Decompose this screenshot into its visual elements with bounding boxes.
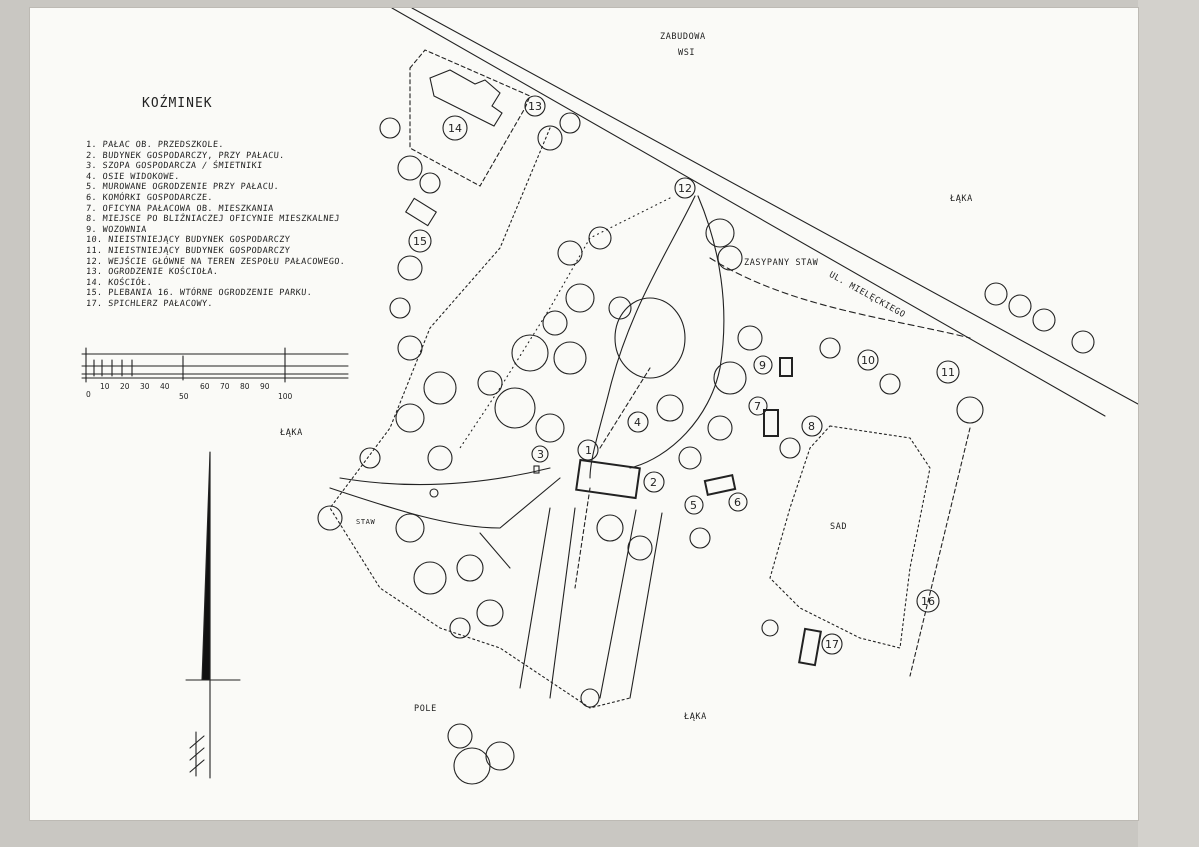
- view-axis: [574, 487, 591, 589]
- drive-path: [589, 195, 696, 479]
- filled-pond-outline: [709, 257, 971, 339]
- label-orchard: SAD: [830, 522, 848, 532]
- granary-building: [798, 627, 822, 667]
- feature-number: 13: [528, 100, 542, 113]
- avenue-line: [519, 507, 551, 689]
- palace-building: [575, 458, 641, 500]
- scale-tick-label: 20: [120, 382, 130, 391]
- annex-7-building: [763, 409, 779, 437]
- feature-number: 8: [808, 420, 815, 433]
- park-path: [329, 477, 561, 529]
- tree-cluster: [453, 747, 491, 785]
- label-filled-pond: ZASYPANY STAW: [744, 258, 819, 268]
- feature-number: 11: [941, 366, 955, 379]
- rectory-building: [404, 197, 438, 227]
- drive-path: [629, 195, 725, 469]
- feature-number: 5: [690, 499, 697, 512]
- feature-number: 9: [759, 359, 766, 372]
- feature-number: 16: [921, 595, 935, 608]
- feature-number: 14: [448, 122, 462, 135]
- label-meadow-w: ŁĄKA: [280, 428, 303, 438]
- scale-tick-label: 70: [220, 382, 230, 391]
- scale-tick-label: 80: [240, 382, 250, 391]
- site-plan-drawing: 0 10 20 30 40 50 60 70 80 90 100 1 2 3 4…: [81, 8, 1138, 785]
- park-path: [339, 467, 551, 486]
- rectory-number-circle: [408, 229, 432, 253]
- orchard-outline: [769, 425, 931, 649]
- scale-tick-label: 100: [278, 392, 293, 401]
- scale-tick-label: 60: [200, 382, 210, 391]
- entrance-circle: [674, 177, 696, 199]
- label-village-buildings-line1: ZABUDOWA: [660, 32, 706, 42]
- lawn-oval: [614, 297, 686, 379]
- avenue-line: [549, 507, 576, 699]
- scale-tick-label: 90: [260, 382, 270, 391]
- scale-tick-label: 10: [100, 382, 110, 391]
- scale-bar-labels: 0 10 20 30 40 50 60 70 80 90 100: [86, 382, 293, 401]
- feature-number-labels: 1 2 3 4 5 6 7 8 9 10 11 12 13 14 15 16 1…: [413, 100, 955, 651]
- feature-number: 3: [537, 448, 544, 461]
- shed-6-building: [703, 474, 737, 496]
- view-axis: [599, 367, 651, 449]
- street-edge-line: [391, 8, 1106, 417]
- label-field: POLE: [414, 704, 437, 714]
- park-slope-hatching: [459, 197, 671, 449]
- park-path: [479, 532, 511, 569]
- feature-number: 2: [650, 476, 657, 489]
- feature-number: 1: [585, 444, 592, 457]
- scale-tick-label: 40: [160, 382, 170, 391]
- map-title: KOŹMINEK: [142, 96, 213, 111]
- outbuilding-number-circle: [643, 471, 665, 493]
- feature-number: 6: [734, 496, 741, 509]
- coach-house-building: [779, 357, 793, 377]
- scale-bar: [81, 347, 349, 383]
- feature-number: 15: [413, 235, 427, 248]
- feature-number: 17: [825, 638, 839, 651]
- north-arrow: [185, 451, 241, 779]
- feature-number: 7: [754, 400, 761, 413]
- label-meadow-ne: ŁĄKA: [950, 194, 973, 204]
- map-sheet: KOŹMINEK 1. PAŁAC OB. PRZEDSZKOLE. 2. BU…: [30, 8, 1138, 820]
- street-edge-line: [411, 8, 1138, 405]
- park-trees: [317, 112, 984, 708]
- avenue-line: [629, 512, 663, 699]
- label-meadow-s: ŁĄKA: [684, 712, 707, 722]
- park-fence-16: [909, 427, 971, 677]
- park-boundary-west: [329, 127, 631, 709]
- palace-number-circle: [577, 439, 599, 461]
- feature-number: 12: [678, 182, 692, 195]
- scale-tick-label: 0: [86, 390, 91, 399]
- shed-building: [533, 465, 540, 474]
- church-plot: [409, 49, 546, 187]
- scale-tick-label: 30: [140, 382, 150, 391]
- sheet-background-edge: [1138, 0, 1199, 847]
- label-village-buildings-line2: WSI: [678, 48, 696, 58]
- scale-tick-label: 50: [179, 392, 189, 401]
- feature-number: 4: [634, 416, 641, 429]
- label-pond: STAW: [356, 518, 376, 526]
- feature-number: 10: [861, 354, 875, 367]
